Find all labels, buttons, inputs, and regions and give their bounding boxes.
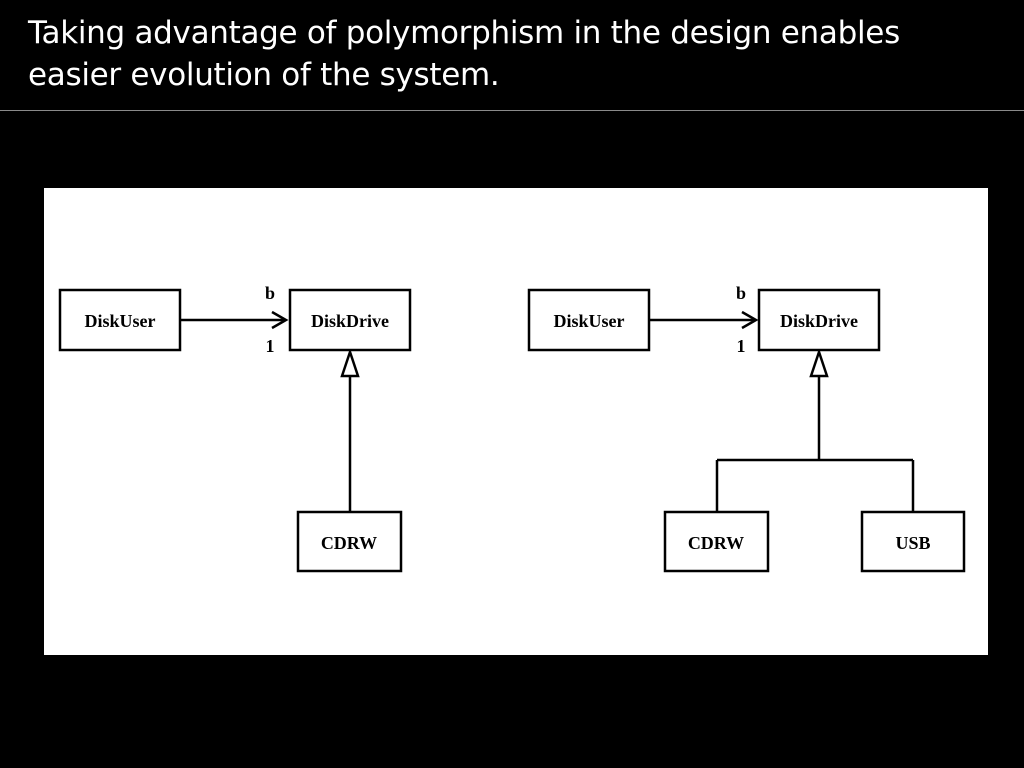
right-association-arrowhead: [741, 310, 759, 330]
left-association-arrowhead: [271, 310, 289, 330]
left-diskdrive-class: [288, 288, 412, 352]
right-generalization-triangle: [809, 348, 829, 378]
left-diagram: DiskUser DiskDrive CDRW b 1: [58, 283, 412, 573]
slide-title: Taking advantage of polymorphism in the …: [28, 15, 900, 93]
left-diskdrive-label: DiskDrive: [311, 311, 389, 331]
right-usb-class: [860, 510, 966, 573]
title-divider: [0, 110, 1024, 111]
left-generalization-triangle: [340, 348, 360, 378]
right-diskuser-class: [527, 288, 651, 352]
left-role-label: b: [265, 283, 275, 303]
left-cdrw-label: CDRW: [321, 533, 377, 553]
uml-diagrams: DiskUser DiskDrive CDRW b 1 DiskUser: [58, 283, 966, 573]
right-usb-label: USB: [895, 533, 930, 553]
left-diskuser-class: [58, 288, 182, 352]
right-diskdrive-class: [757, 288, 881, 352]
right-multiplicity-label: 1: [737, 336, 746, 356]
right-role-label: b: [736, 283, 746, 303]
left-cdrw-class: [296, 510, 403, 573]
right-diskdrive-label: DiskDrive: [780, 311, 858, 331]
left-multiplicity-label: 1: [266, 336, 275, 356]
right-diagram: DiskUser DiskDrive CDRW USB b 1: [527, 283, 966, 573]
left-diskuser-label: DiskUser: [85, 311, 156, 331]
right-cdrw-class: [663, 510, 770, 573]
uml-figure: DiskUser DiskDrive CDRW b 1 DiskUser: [44, 188, 988, 655]
right-cdrw-label: CDRW: [688, 533, 744, 553]
right-diskuser-label: DiskUser: [554, 311, 625, 331]
